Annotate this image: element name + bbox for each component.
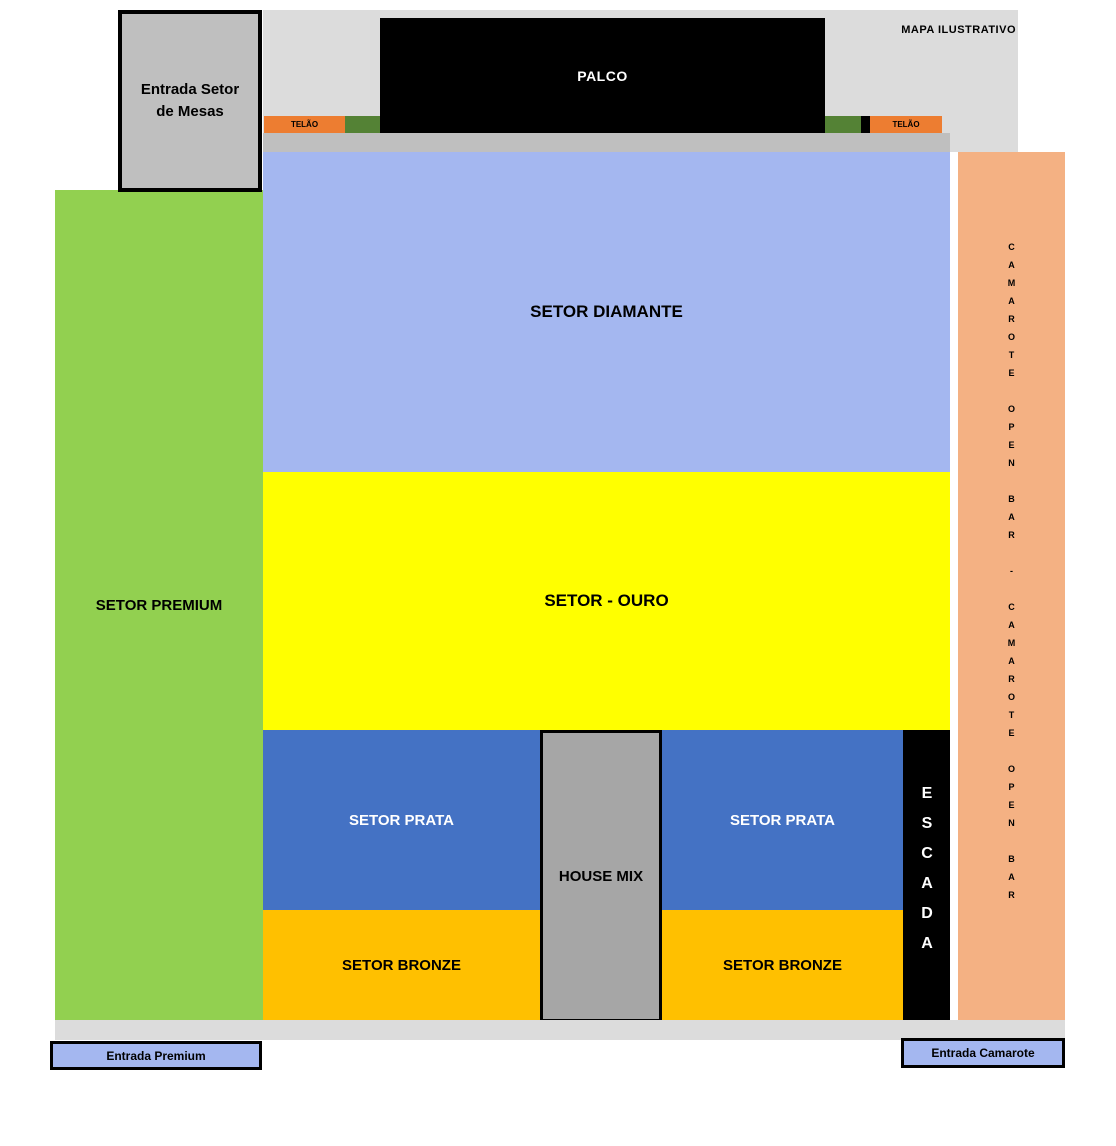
sector-ouro-label: SETOR - OURO — [544, 591, 669, 610]
stairs-block: ESCADA — [903, 730, 950, 1020]
sector-premium: SETOR PREMIUM — [55, 190, 263, 1020]
entrance-premium: Entrada Premium — [50, 1041, 262, 1070]
entrance-mesas-label: Entrada Setor de Mesas — [140, 80, 240, 121]
screen-left-label: TELÃO — [290, 120, 319, 129]
sector-diamante-label: SETOR DIAMANTE — [530, 302, 683, 321]
screen-right-block: TELÃO — [870, 116, 942, 133]
map-disclaimer-label: MAPA ILUSTRATIVO — [901, 24, 1016, 36]
stairs-label-wrap: ESCADA — [903, 730, 950, 1020]
sector-bronze-right: SETOR BRONZE — [662, 910, 903, 1020]
stage-edge-block — [861, 116, 870, 133]
stage-label: PALCO — [577, 67, 628, 84]
sector-camarote-label: CAMAROTE OPEN BAR - CAMAROTE OPEN BAR — [1006, 242, 1017, 908]
screen-right-label: TELÃO — [892, 120, 920, 129]
sector-camarote-open-bar: CAMAROTE OPEN BAR - CAMAROTE OPEN BAR — [958, 152, 1065, 1020]
sector-prata-left-label: SETOR PRATA — [348, 811, 454, 829]
entrance-camarote-label: Entrada Camarote — [931, 1046, 1035, 1060]
stairs-label: ESCADA — [918, 785, 936, 965]
house-mix-booth: HOUSE MIX — [540, 730, 662, 1022]
screen-left-block: TELÃO — [264, 116, 345, 133]
sector-bronze-right-label: SETOR BRONZE — [723, 956, 842, 974]
sector-diamante: SETOR DIAMANTE — [263, 152, 950, 472]
stage-block: PALCO — [380, 18, 825, 133]
sector-bronze-left: SETOR BRONZE — [263, 910, 540, 1020]
entrance-premium-label: Entrada Premium — [106, 1048, 206, 1063]
entrance-camarote: Entrada Camarote — [901, 1038, 1065, 1068]
sector-bronze-left-label: SETOR BRONZE — [342, 956, 461, 974]
sector-ouro: SETOR - OURO — [263, 472, 950, 730]
sector-premium-label: SETOR PREMIUM — [95, 596, 223, 614]
stage-front-bar — [263, 133, 950, 152]
stage-side-block-right — [825, 116, 861, 133]
house-mix-label: HOUSE MIX — [558, 867, 644, 885]
entrance-mesas: Entrada Setor de Mesas — [118, 10, 262, 192]
stage-side-block-left — [345, 116, 380, 133]
sector-prata-left: SETOR PRATA — [263, 730, 540, 910]
bottom-walkway — [55, 1020, 1065, 1040]
sector-prata-right: SETOR PRATA — [662, 730, 903, 910]
sector-prata-right-label: SETOR PRATA — [729, 811, 835, 829]
